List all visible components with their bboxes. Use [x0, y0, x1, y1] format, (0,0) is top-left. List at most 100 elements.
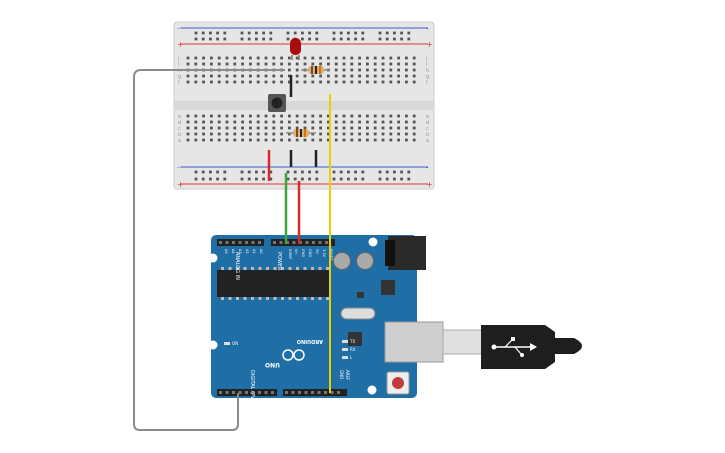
breadboard-rail-hole[interactable] [378, 37, 382, 41]
header-pin[interactable] [273, 241, 276, 244]
breadboard-hole[interactable] [334, 56, 338, 60]
breadboard-hole[interactable] [256, 62, 260, 66]
breadboard-hole[interactable] [186, 62, 190, 66]
breadboard-hole[interactable] [249, 126, 252, 130]
breadboard-hole[interactable] [373, 126, 377, 130]
breadboard-hole[interactable] [389, 126, 393, 130]
breadboard-rail-hole[interactable] [269, 170, 273, 174]
breadboard-hole[interactable] [225, 126, 229, 130]
breadboard-hole[interactable] [327, 80, 330, 84]
breadboard-rail-hole[interactable] [308, 177, 311, 181]
arduino-uno[interactable]: POWER ANALOG IN UNO ARDUINO DIGITAL (PWM… [208, 235, 427, 413]
breadboard-rail-hole[interactable] [347, 37, 350, 41]
breadboard-hole[interactable] [186, 132, 190, 136]
breadboard-rail-hole[interactable] [315, 31, 319, 35]
breadboard-hole[interactable] [412, 62, 416, 66]
breadboard-hole[interactable] [311, 80, 315, 84]
breadboard-hole[interactable] [358, 114, 361, 118]
breadboard-hole[interactable] [381, 74, 385, 78]
pushbutton[interactable] [268, 94, 286, 112]
breadboard-rail-hole[interactable] [361, 170, 365, 174]
breadboard-hole[interactable] [381, 138, 385, 142]
breadboard-hole[interactable] [303, 56, 307, 60]
breadboard-hole[interactable] [225, 120, 229, 124]
breadboard-hole[interactable] [202, 114, 205, 118]
breadboard-rail-hole[interactable] [315, 37, 319, 41]
breadboard-rail-hole[interactable] [393, 37, 396, 41]
breadboard-hole[interactable] [358, 68, 361, 72]
breadboard-hole[interactable] [358, 120, 361, 124]
breadboard-hole[interactable] [217, 132, 221, 136]
breadboard-hole[interactable] [288, 74, 291, 78]
breadboard-hole[interactable] [397, 68, 400, 72]
breadboard-hole[interactable] [202, 132, 205, 136]
breadboard-hole[interactable] [194, 138, 198, 142]
breadboard-hole[interactable] [256, 114, 260, 118]
breadboard-hole[interactable] [405, 56, 408, 60]
breadboard-hole[interactable] [412, 132, 416, 136]
breadboard-hole[interactable] [342, 132, 346, 136]
breadboard-rail-hole[interactable] [315, 177, 319, 181]
breadboard-rail-hole[interactable] [255, 170, 258, 174]
breadboard-hole[interactable] [397, 120, 400, 124]
breadboard-rail-hole[interactable] [216, 31, 219, 35]
breadboard-hole[interactable] [202, 126, 205, 130]
breadboard-hole[interactable] [412, 68, 416, 72]
breadboard-rail-hole[interactable] [347, 31, 350, 35]
breadboard-hole[interactable] [295, 56, 299, 60]
breadboard-rail-hole[interactable] [262, 177, 265, 181]
header-pin[interactable] [271, 391, 274, 394]
breadboard-hole[interactable] [405, 80, 408, 84]
breadboard-hole[interactable] [194, 132, 198, 136]
breadboard-hole[interactable] [288, 62, 291, 66]
breadboard-hole[interactable] [295, 138, 299, 142]
breadboard-hole[interactable] [295, 74, 299, 78]
breadboard-hole[interactable] [210, 120, 213, 124]
breadboard-hole[interactable] [303, 80, 307, 84]
breadboard-hole[interactable] [233, 120, 237, 124]
breadboard-rail-hole[interactable] [209, 170, 212, 174]
header-pin[interactable] [312, 241, 315, 244]
header-pin[interactable] [330, 391, 334, 394]
breadboard-hole[interactable] [366, 126, 369, 130]
breadboard-rail-hole[interactable] [407, 37, 411, 41]
header-pin[interactable] [219, 391, 222, 394]
breadboard-hole[interactable] [373, 80, 377, 84]
breadboard-hole[interactable] [264, 126, 268, 130]
breadboard-hole[interactable] [397, 56, 400, 60]
breadboard-hole[interactable] [194, 114, 198, 118]
breadboard-hole[interactable] [412, 56, 416, 60]
breadboard-hole[interactable] [233, 114, 237, 118]
breadboard-rail-hole[interactable] [393, 170, 396, 174]
breadboard-hole[interactable] [280, 62, 283, 66]
breadboard-rail-hole[interactable] [354, 31, 357, 35]
breadboard-hole[interactable] [373, 114, 377, 118]
header-pin[interactable] [225, 241, 229, 244]
header-pin[interactable] [324, 391, 327, 394]
breadboard-hole[interactable] [358, 126, 361, 130]
breadboard-hole[interactable] [303, 138, 307, 142]
breadboard-hole[interactable] [264, 56, 268, 60]
breadboard-hole[interactable] [405, 62, 408, 66]
breadboard-hole[interactable] [405, 74, 408, 78]
breadboard-hole[interactable] [249, 138, 252, 142]
breadboard-hole[interactable] [381, 80, 385, 84]
breadboard-hole[interactable] [217, 80, 221, 84]
breadboard-rail-hole[interactable] [378, 31, 382, 35]
breadboard-hole[interactable] [194, 74, 198, 78]
breadboard-hole[interactable] [295, 80, 299, 84]
breadboard-hole[interactable] [186, 80, 190, 84]
breadboard-rail-hole[interactable] [247, 177, 251, 181]
breadboard-hole[interactable] [342, 74, 346, 78]
header-pin[interactable] [238, 241, 242, 244]
breadboard-hole[interactable] [272, 114, 276, 118]
breadboard-rail-hole[interactable] [269, 177, 273, 181]
breadboard-hole[interactable] [210, 80, 213, 84]
breadboard-hole[interactable] [272, 62, 276, 66]
breadboard-hole[interactable] [373, 120, 377, 124]
breadboard-hole[interactable] [350, 114, 354, 118]
breadboard-rail-hole[interactable] [293, 177, 297, 181]
breadboard-hole[interactable] [350, 68, 354, 72]
breadboard-hole[interactable] [397, 138, 400, 142]
breadboard-hole[interactable] [288, 68, 291, 72]
